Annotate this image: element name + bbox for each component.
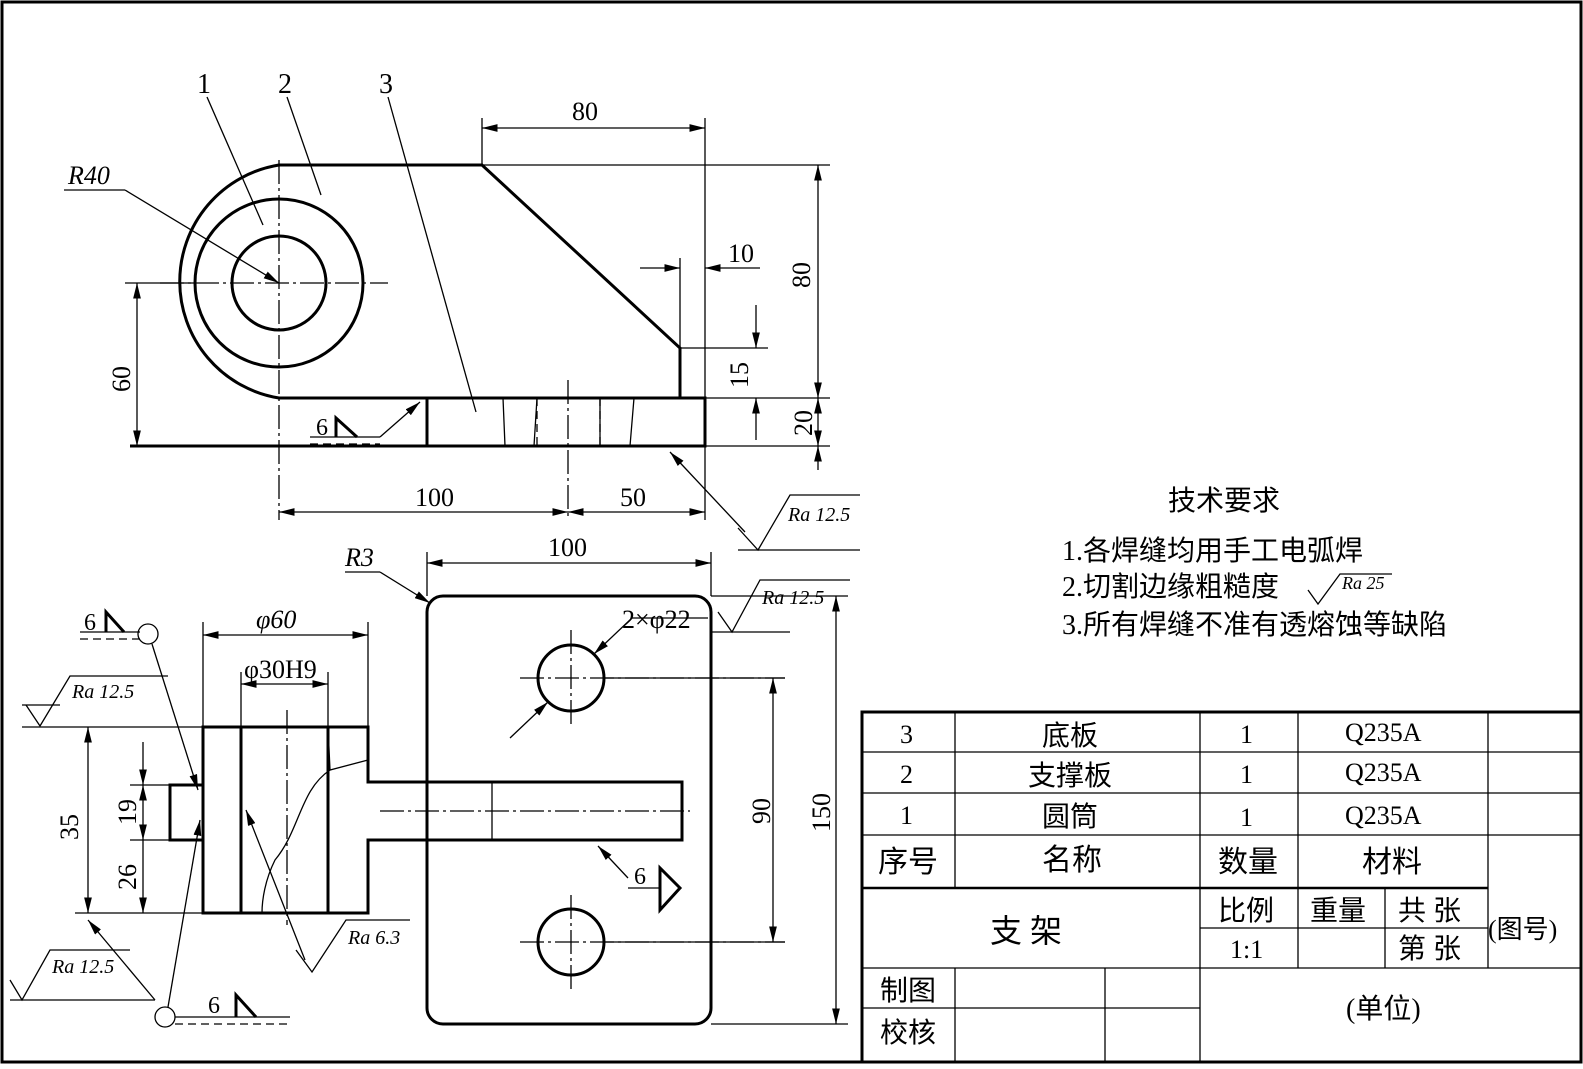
dim-100-top: 100 — [548, 533, 587, 562]
part-name: 支 架 — [990, 913, 1062, 949]
scale-value: 1:1 — [1230, 935, 1263, 964]
hatch-left — [502, 397, 538, 447]
dim-dia30h9: φ30H9 — [244, 655, 317, 684]
scale-label: 比例 — [1218, 895, 1274, 927]
dim-100-front: 100 — [415, 483, 454, 512]
dim-10: 10 — [728, 239, 754, 268]
bom-row1-name: 圆筒 — [1042, 801, 1098, 833]
tech-req-1: 1.各焊缝均用手工电弧焊 — [1062, 535, 1363, 567]
dim-15: 15 — [725, 362, 754, 388]
base-edge-section — [168, 783, 205, 842]
title-block: 3 底板 1 Q235A 2 支撑板 1 Q235A 1 圆筒 1 Q235A … — [860, 710, 1581, 1062]
dim-r40: R40 — [67, 161, 110, 190]
dim-90: 90 — [747, 798, 776, 824]
bom-header-no: 序号 — [878, 846, 938, 879]
weld-size-front: 6 — [316, 415, 328, 441]
dim-80-right: 80 — [787, 262, 816, 288]
unit-label: (单位) — [1346, 993, 1421, 1025]
dim-50: 50 — [620, 483, 646, 512]
part-number-3: 3 — [379, 69, 393, 100]
bom-header-qty: 数量 — [1218, 846, 1278, 879]
roughness-side-left: Ra 12.5 — [71, 681, 134, 703]
weight-label: 重量 — [1310, 895, 1366, 927]
bom-row2-no: 2 — [900, 760, 913, 789]
roughness-front: Ra 12.5 — [787, 504, 850, 526]
bom-row2-qty: 1 — [1240, 760, 1253, 789]
sheet-number: 第 张 — [1398, 933, 1461, 965]
dim-26: 26 — [113, 864, 142, 890]
bom-row3-no: 3 — [900, 720, 913, 749]
weld-size-side-bottom: 6 — [208, 993, 220, 1019]
top-view: R3 100 2×φ22 Ra 12.5 90 150 6 — [344, 533, 850, 1026]
base-plate-front — [425, 396, 707, 448]
hatch-right — [599, 397, 635, 447]
drawn-by-label: 制图 — [880, 975, 936, 1007]
bom-row2-material: Q235A — [1345, 758, 1422, 787]
bom-row3-qty: 1 — [1240, 720, 1253, 749]
roughness-top-view: Ra 12.5 — [761, 587, 824, 609]
drawing-number: (图号) — [1488, 915, 1557, 944]
weld-size-top-view: 6 — [634, 864, 646, 890]
roughness-side-bottom: Ra 12.5 — [51, 956, 114, 978]
dim-60: 60 — [107, 366, 136, 392]
tech-req-roughness: Ra 25 — [1341, 573, 1385, 593]
front-outline — [178, 163, 682, 400]
bom-row3-name: 底板 — [1042, 720, 1098, 752]
dim-dia60: φ60 — [256, 605, 296, 634]
part-number-1: 1 — [197, 69, 211, 100]
roughness-bore: Ra 6.3 — [347, 927, 400, 949]
tech-req-2: 2.切割边缘粗糙度 — [1062, 571, 1279, 603]
bom-row2-name: 支撑板 — [1028, 760, 1112, 792]
bom-header-name: 名称 — [1042, 844, 1102, 877]
tech-req-3: 3.所有焊缝不准有透熔蚀等缺陷 — [1062, 609, 1447, 641]
weld-size-side-top: 6 — [84, 610, 96, 636]
side-view: φ60 φ30H9 35 19 26 6 Ra 12.5 Ra 6.3 — [9, 605, 690, 1028]
total-sheets: 共 张 — [1398, 895, 1461, 927]
tube-wall-hatch — [202, 726, 242, 914]
checked-by-label: 校核 — [880, 1017, 936, 1049]
bom-header-material: 材料 — [1362, 846, 1422, 879]
base-plate-top — [425, 594, 713, 1026]
tech-req-title: 技术要求 — [1168, 485, 1280, 517]
dim-20: 20 — [789, 410, 818, 436]
bom-row1-qty: 1 — [1240, 803, 1253, 832]
dim-r3: R3 — [344, 543, 374, 572]
holes-callout: 2×φ22 — [622, 605, 691, 634]
bom-row1-no: 1 — [900, 801, 913, 830]
dim-35: 35 — [55, 814, 84, 840]
dim-19: 19 — [113, 799, 142, 825]
bom-row3-material: Q235A — [1345, 718, 1422, 747]
dim-80-top: 80 — [572, 97, 598, 126]
part-number-2: 2 — [278, 69, 292, 100]
front-view: 1 2 3 R40 80 10 80 15 20 60 — [64, 69, 860, 552]
dim-150: 150 — [807, 793, 836, 832]
bom-row1-material: Q235A — [1345, 801, 1422, 830]
tech-requirements: 技术要求 1.各焊缝均用手工电弧焊 2.切割边缘粗糙度 Ra 25 3.所有焊缝… — [1062, 485, 1447, 641]
